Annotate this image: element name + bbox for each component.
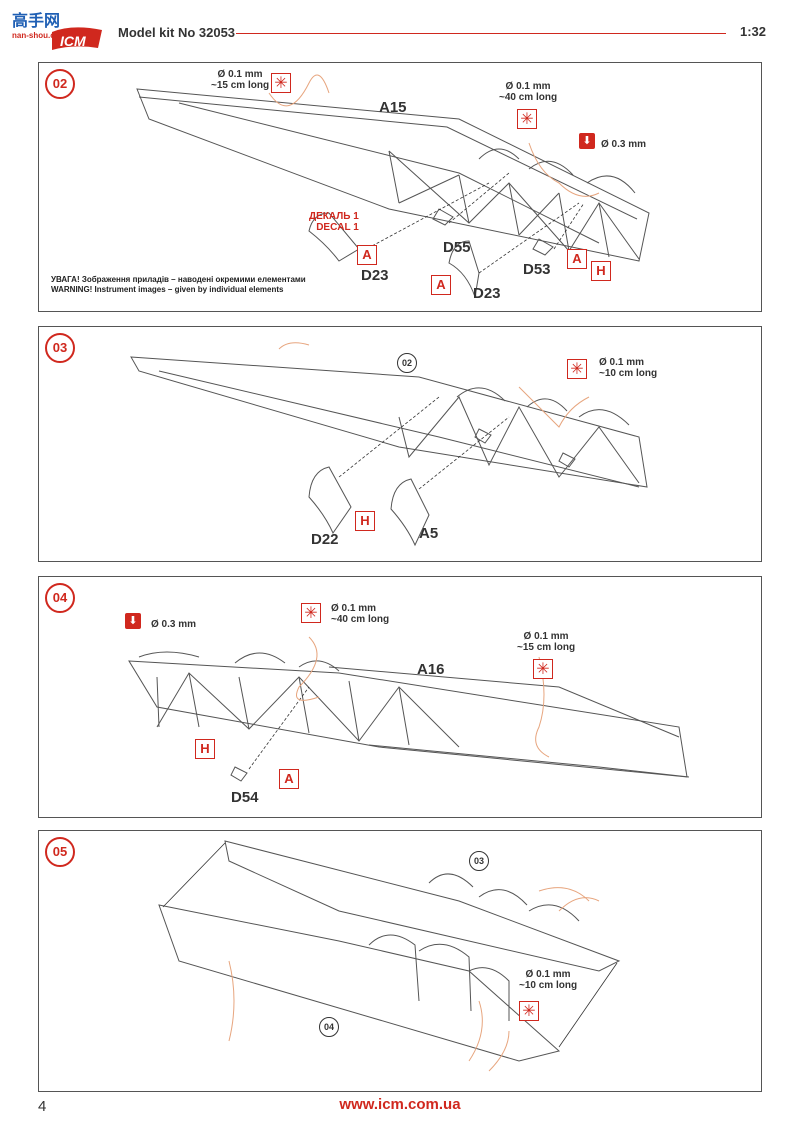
step-number: 05 bbox=[45, 837, 75, 867]
logo-icm-text: ICM bbox=[60, 33, 86, 49]
part-d23: D23 bbox=[473, 285, 501, 302]
part-d23: D23 bbox=[361, 267, 389, 284]
drill-icon: ⬇ bbox=[125, 613, 141, 629]
step-number: 02 bbox=[45, 69, 75, 99]
tag-a: A bbox=[567, 249, 587, 269]
asterisk-icon: ✳ bbox=[567, 359, 587, 379]
model-title: Model kit No 32053 bbox=[118, 25, 236, 40]
asterisk-icon: ✳ bbox=[519, 1001, 539, 1021]
step-04-panel: 04 ⬇ Ø 0.3 mm ✳ Ø 0.1 mm~40 cm long A16 … bbox=[38, 576, 762, 818]
tag-a: A bbox=[431, 275, 451, 295]
icm-logo: 高手网 nan-shou.com ICM bbox=[12, 11, 102, 50]
wire-spec-2: Ø 0.1 mm~15 cm long bbox=[517, 631, 576, 653]
drill-icon: ⬇ bbox=[579, 133, 595, 149]
step-04-drawing bbox=[128, 636, 690, 782]
scale-label: 1:32 bbox=[740, 24, 767, 39]
step-02-panel: 02 Ø 0.1 mm~15 cm long ✳ A15 Ø 0.1 mm~40… bbox=[38, 62, 762, 312]
step-number: 03 bbox=[45, 333, 75, 363]
tag-h: H bbox=[591, 261, 611, 281]
step-02-drawing bbox=[136, 74, 650, 298]
wire-spec-1: Ø 0.1 mm~40 cm long bbox=[331, 603, 390, 625]
asterisk-icon: ✳ bbox=[271, 73, 291, 93]
step-03-drawing bbox=[130, 342, 648, 547]
step-number: 04 bbox=[45, 583, 75, 613]
part-d22: D22 bbox=[311, 531, 339, 548]
page-header: 高手网 nan-shou.com ICM Model kit No 32053 … bbox=[0, 0, 800, 60]
part-d55: D55 bbox=[443, 239, 471, 256]
logo-site-text: nan-shou.com bbox=[12, 31, 67, 40]
drill-spec: Ø 0.3 mm bbox=[151, 619, 197, 630]
tag-a: A bbox=[357, 245, 377, 265]
asterisk-icon: ✳ bbox=[301, 603, 321, 623]
logo-cn-text: 高手网 bbox=[12, 11, 60, 30]
part-d53: D53 bbox=[523, 261, 551, 278]
wire-spec-1: Ø 0.1 mm~15 cm long bbox=[211, 69, 270, 91]
wire-spec: Ø 0.1 mm~10 cm long bbox=[519, 969, 578, 991]
drill-spec: Ø 0.3 mm bbox=[601, 139, 647, 150]
step-05-panel: 05 03 Ø 0.1 mm~10 cm long ✳ 04 bbox=[38, 830, 762, 1092]
part-d54: D54 bbox=[231, 789, 259, 806]
asterisk-icon: ✳ bbox=[533, 659, 553, 679]
warning-text: УВАГА! Зображення приладів – наводені ок… bbox=[51, 275, 306, 294]
wire-spec-2: Ø 0.1 mm~40 cm long bbox=[499, 81, 558, 103]
step-05-drawing bbox=[158, 840, 621, 1072]
website-link[interactable]: www.icm.com.ua bbox=[339, 1096, 461, 1113]
tag-a: A bbox=[279, 769, 299, 789]
part-a16: A16 bbox=[417, 661, 445, 678]
reference-step-circle: 02 bbox=[397, 353, 417, 373]
asterisk-icon: ✳ bbox=[517, 109, 537, 129]
tag-h: H bbox=[195, 739, 215, 759]
wire-spec: Ø 0.1 mm~10 cm long bbox=[599, 357, 658, 379]
step-03-panel: 03 02 ✳ Ø 0.1 mm~10 cm long H D22 A5 bbox=[38, 326, 762, 562]
reference-step-circle: 03 bbox=[469, 851, 489, 871]
header-divider bbox=[236, 33, 726, 34]
reference-step-circle: 04 bbox=[319, 1017, 339, 1037]
part-a15: A15 bbox=[379, 99, 407, 116]
part-a5: A5 bbox=[419, 525, 439, 542]
page-number: 4 bbox=[38, 1098, 47, 1115]
tag-h: H bbox=[355, 511, 375, 531]
